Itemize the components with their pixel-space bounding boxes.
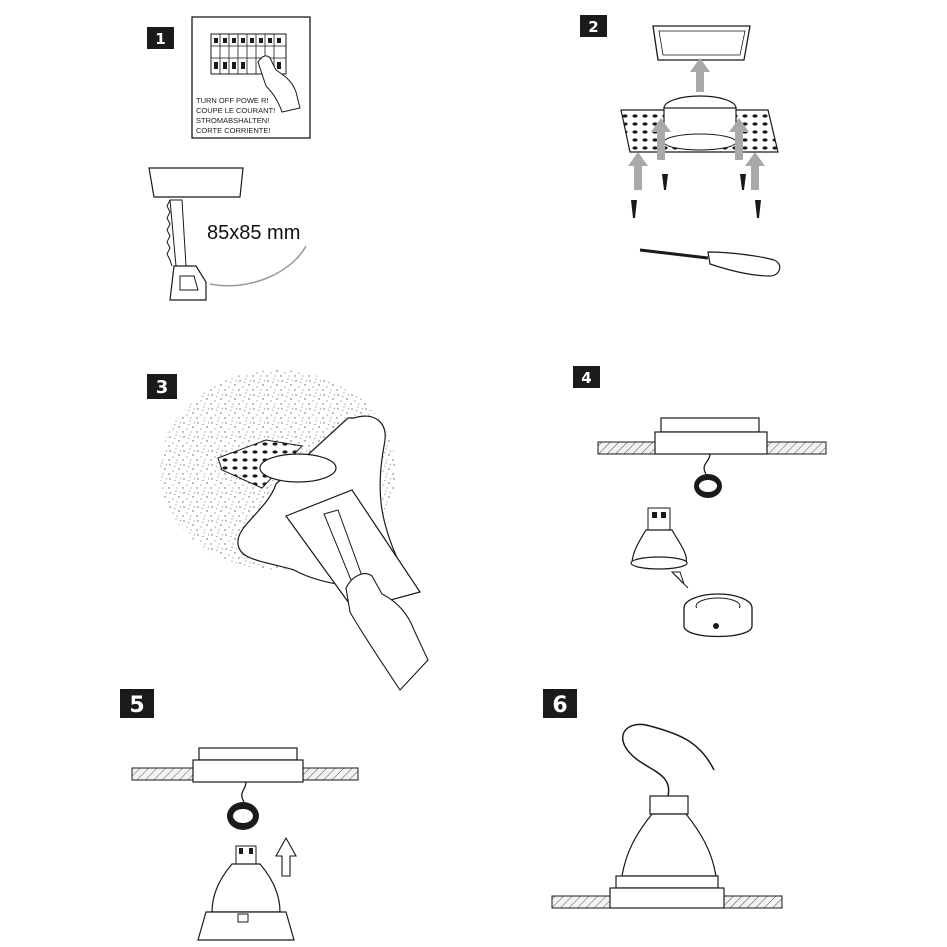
warning-line-1: TURN OFF POWE R! [196, 96, 269, 105]
step-badge-5: 5 [120, 689, 154, 718]
warning-line-4: CORTE CORRIENTE! [196, 126, 270, 135]
step-number-3: 3 [156, 377, 169, 398]
step-number-5: 5 [129, 693, 144, 718]
step-badge-4: 4 [573, 366, 600, 388]
step5-install-bulb [131, 747, 359, 941]
step-badge-1: 1 [147, 27, 174, 49]
step-number-4: 4 [581, 369, 591, 387]
step-number-6: 6 [552, 693, 567, 718]
warning-line-3: STROMABSHALTEN! [196, 116, 269, 125]
warning-line-2: COUPE LE COURANT! [196, 106, 275, 115]
step2-frame-assembly [620, 25, 781, 277]
step-number-2: 2 [588, 18, 598, 36]
step-badge-6: 6 [543, 689, 577, 718]
screwdriver-icon [639, 248, 781, 277]
step1-ceiling-cutout: 85x85 mm [148, 167, 307, 301]
step6-finished-fixture [551, 723, 783, 909]
step3-plastering [160, 370, 429, 691]
step-badge-2: 2 [580, 15, 607, 37]
screw-icon [631, 174, 761, 218]
step1-power-panel: TURN OFF POWE R! COUPE LE COURANT! STROM… [191, 16, 311, 139]
cutout-dimension: 85x85 mm [207, 222, 300, 244]
step-badge-3: 3 [147, 374, 177, 399]
saw-icon [166, 199, 207, 301]
gu10-bulb-icon [630, 507, 688, 570]
step-number-1: 1 [155, 30, 165, 48]
step4-lamp-insert [597, 417, 827, 638]
